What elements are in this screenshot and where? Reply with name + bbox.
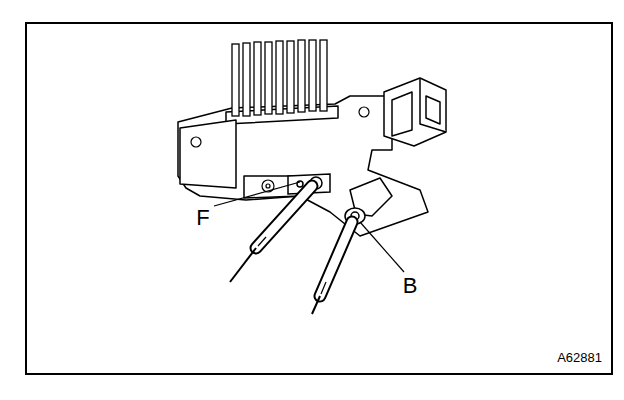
figure-code: A62881 [555, 350, 604, 365]
terminal-label-box: B [401, 274, 420, 298]
frame [26, 23, 612, 374]
terminal-label: F [194, 206, 211, 230]
test-probes [230, 186, 352, 314]
mounting-marks [191, 107, 369, 192]
heat-sink-fins [232, 40, 327, 116]
figure-code-box: A62881 [555, 350, 604, 365]
terminal-label-box: F [194, 206, 211, 230]
leader-lines [214, 182, 404, 272]
terminal-label: B [401, 274, 420, 298]
